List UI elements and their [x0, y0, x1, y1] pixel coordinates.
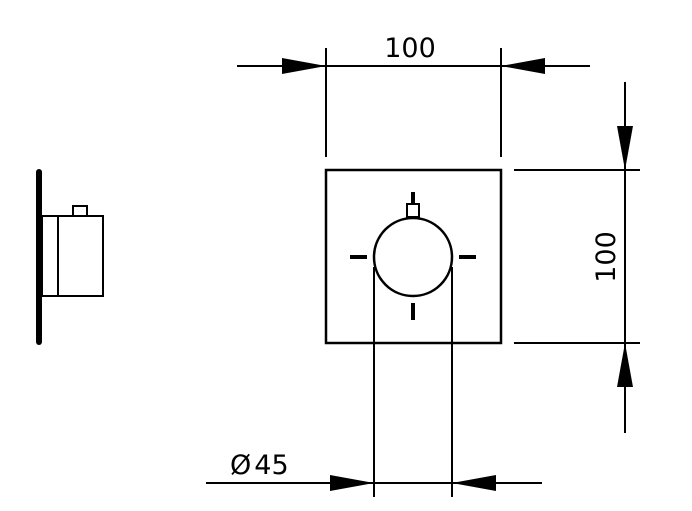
side-view-pin: [72, 205, 88, 217]
side-view-base: [41, 215, 59, 297]
height-dimension-label: 100: [591, 231, 622, 283]
arrowhead-right-bottom: [617, 343, 633, 387]
arrowhead-top-right: [501, 58, 545, 74]
arrowhead-bottom-left: [330, 475, 374, 491]
diameter-value: 45: [254, 450, 288, 481]
side-view: [36, 169, 104, 345]
width-dimension-label: 100: [384, 33, 436, 64]
side-view-knob: [57, 215, 104, 297]
arrowhead-top-left: [282, 58, 326, 74]
width-dimension: [237, 48, 590, 157]
front-view-indicator-pin: [406, 203, 420, 218]
arrowhead-bottom-right: [452, 475, 496, 491]
front-view-plate: [324, 168, 503, 345]
arrowhead-right-top: [617, 126, 633, 170]
front-view-knob: [372, 216, 454, 298]
tick-marks: [350, 192, 476, 320]
diameter-dimension: [206, 267, 542, 497]
front-view: [324, 168, 503, 345]
diameter-symbol: Ø: [230, 450, 251, 481]
height-dimension: [514, 82, 640, 433]
